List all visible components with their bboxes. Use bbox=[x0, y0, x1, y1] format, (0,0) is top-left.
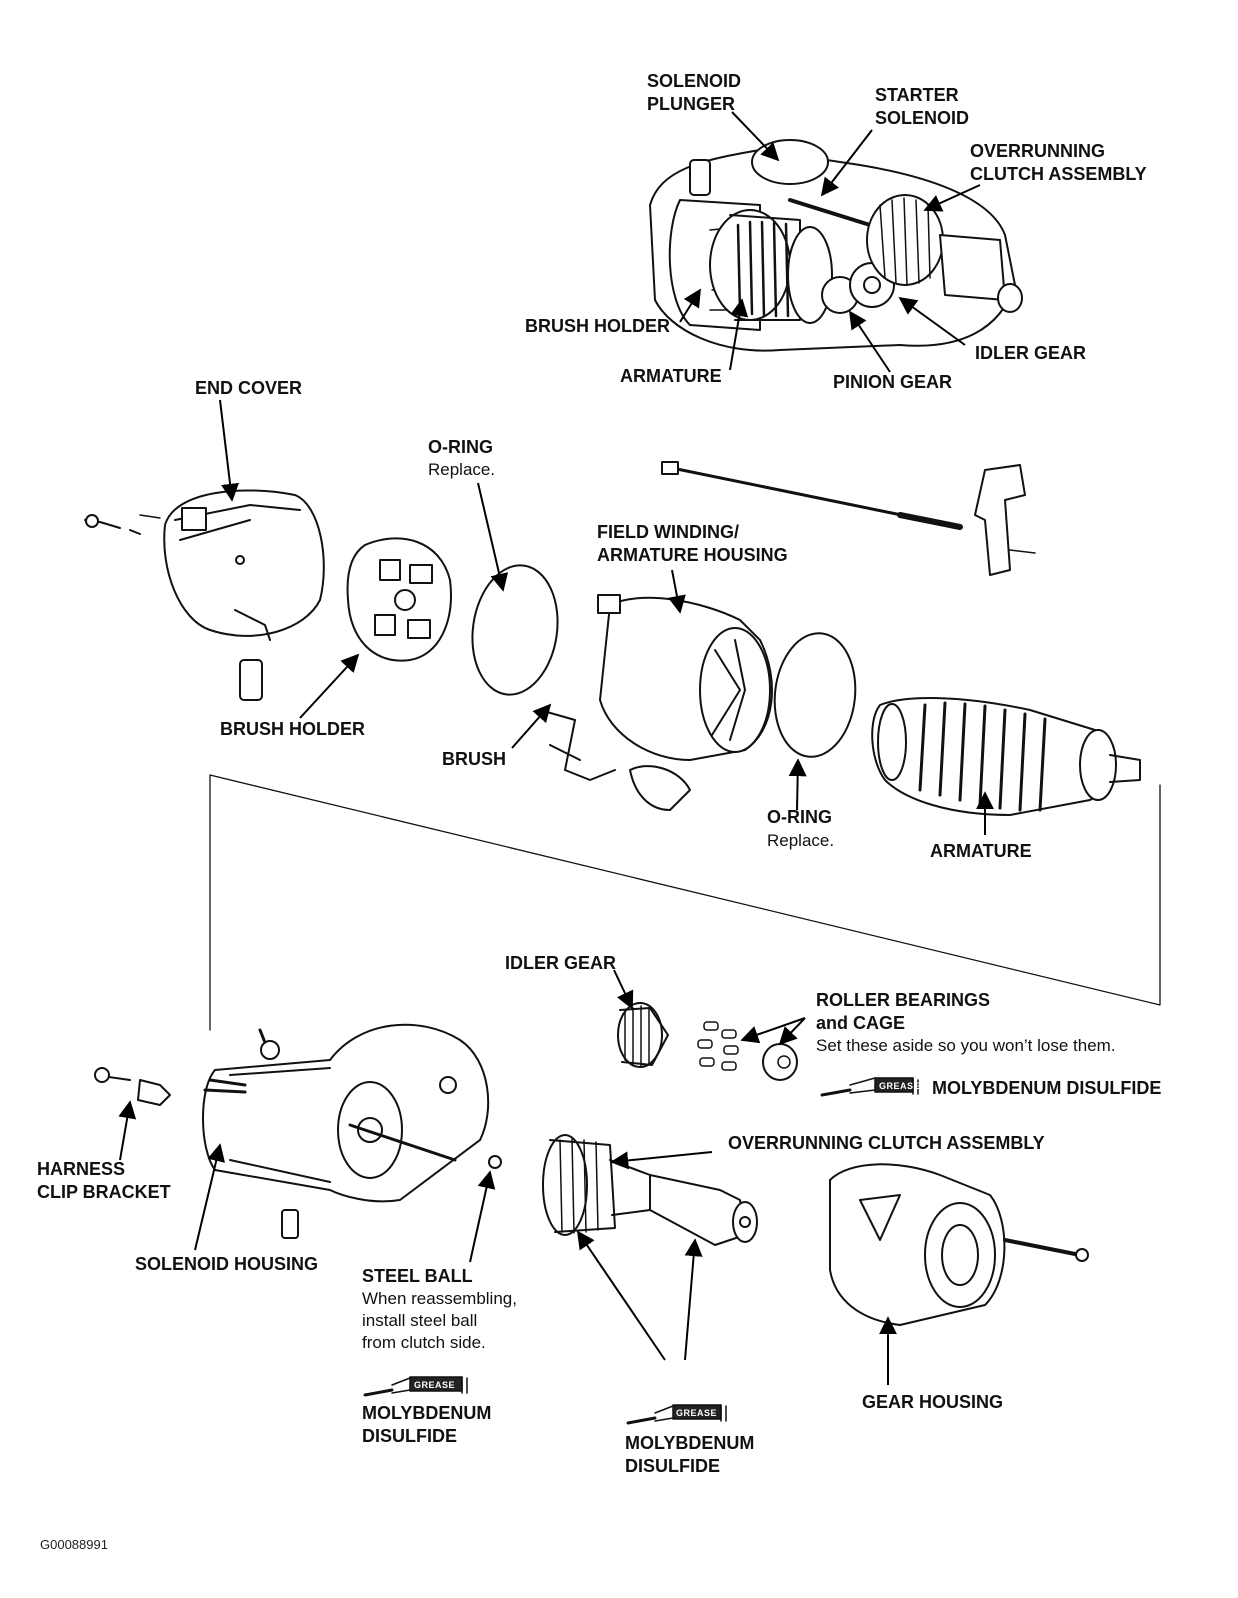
label-moly-3-line1: MOLYBDENUM bbox=[625, 1433, 755, 1453]
label-brush: BRUSH bbox=[442, 749, 507, 769]
label-starter-solenoid-line2: SOLENOID bbox=[875, 108, 970, 128]
note-steel-ball-line1: When reassembling, bbox=[362, 1289, 517, 1308]
label-starter-solenoid-line1: STARTER bbox=[875, 85, 959, 105]
grease-tag-1: GREASE bbox=[879, 1081, 920, 1091]
label-overrunning-clutch-top: OVERRUNNING CLUTCH ASSEMBLY bbox=[970, 140, 1147, 186]
label-idler-gear: IDLER GEAR bbox=[505, 953, 617, 973]
label-pinion-gear: PINION GEAR bbox=[833, 372, 953, 392]
label-idler-gear-top: IDLER GEAR bbox=[975, 343, 1087, 363]
label-overrunning-clutch-top-line2: CLUTCH ASSEMBLY bbox=[970, 164, 1147, 184]
label-overrunning-clutch: OVERRUNNING CLUTCH ASSEMBLY bbox=[728, 1133, 1045, 1153]
o-ring-2-drawing bbox=[773, 632, 857, 758]
solenoid-housing-drawing bbox=[94, 1023, 490, 1239]
label-moly-1: MOLYBDENUM DISULFIDE bbox=[932, 1078, 1162, 1098]
label-o-ring-1: O-RING bbox=[428, 437, 493, 457]
brush-holder-drawing bbox=[346, 537, 452, 662]
label-starter-solenoid: STARTER SOLENOID bbox=[875, 84, 969, 130]
figure-code: G00088991 bbox=[40, 1537, 108, 1552]
o-ring-1-drawing bbox=[471, 564, 559, 696]
note-steel-ball-line2: install steel ball bbox=[362, 1311, 478, 1330]
label-armature: ARMATURE bbox=[930, 841, 1032, 861]
label-moly-3-line2: DISULFIDE bbox=[625, 1456, 721, 1476]
label-solenoid-plunger-line1: SOLENOID bbox=[647, 71, 742, 91]
overrunning-clutch-drawing bbox=[542, 1134, 758, 1246]
label-moly-2: MOLYBDENUM DISULFIDE bbox=[362, 1402, 491, 1448]
label-field-winding: FIELD WINDING/ ARMATURE HOUSING bbox=[597, 521, 788, 567]
grease-tube-2 bbox=[363, 1376, 468, 1397]
grease-tag-3: GREASE bbox=[676, 1408, 717, 1418]
label-moly-2-line1: MOLYBDENUM bbox=[362, 1403, 492, 1423]
grease-tube-1 bbox=[820, 1077, 919, 1097]
note-o-ring-2: Replace. bbox=[767, 831, 835, 850]
label-harness-clip-line2: CLIP BRACKET bbox=[37, 1182, 171, 1202]
label-roller-bearings: ROLLER BEARINGS and CAGE bbox=[816, 989, 990, 1035]
label-solenoid-housing: SOLENOID HOUSING bbox=[135, 1254, 319, 1274]
label-gear-housing: GEAR HOUSING bbox=[862, 1392, 1004, 1412]
note-steel-ball-line3: from clutch side. bbox=[362, 1333, 486, 1352]
label-field-winding-line2: ARMATURE HOUSING bbox=[597, 545, 788, 565]
label-steel-ball: STEEL BALL bbox=[362, 1266, 473, 1286]
label-solenoid-plunger: SOLENOID PLUNGER bbox=[647, 70, 741, 116]
label-armature-top: ARMATURE bbox=[620, 366, 722, 386]
label-harness-clip: HARNESS CLIP BRACKET bbox=[37, 1158, 171, 1204]
label-field-winding-line1: FIELD WINDING/ bbox=[597, 522, 739, 542]
roller-bearings-drawing bbox=[697, 1021, 798, 1081]
grease-tag-2: GREASE bbox=[414, 1380, 455, 1390]
label-solenoid-plunger-line2: PLUNGER bbox=[647, 94, 736, 114]
label-roller-bearings-line2: and CAGE bbox=[816, 1013, 906, 1033]
gear-housing-drawing bbox=[829, 1163, 1089, 1326]
label-brush-holder-top: BRUSH HOLDER bbox=[525, 316, 671, 336]
leader-arrows bbox=[118, 111, 994, 1385]
label-o-ring-2: O-RING bbox=[767, 807, 832, 827]
note-steel-ball: When reassembling, install steel ball fr… bbox=[362, 1288, 517, 1354]
assembly-guide-lines bbox=[209, 774, 1161, 1031]
label-moly-2-line2: DISULFIDE bbox=[362, 1426, 458, 1446]
label-roller-bearings-line1: ROLLER BEARINGS bbox=[816, 990, 991, 1010]
assembled-starter-drawing bbox=[649, 139, 1023, 352]
idler-gear-drawing bbox=[617, 1002, 669, 1068]
label-brush-holder: BRUSH HOLDER bbox=[220, 719, 366, 739]
label-harness-clip-line1: HARNESS bbox=[37, 1159, 126, 1179]
armature-drawing bbox=[871, 697, 1141, 816]
grease-tube-3 bbox=[626, 1404, 727, 1425]
through-bolt-drawing bbox=[661, 461, 1036, 576]
label-overrunning-clutch-top-line1: OVERRUNNING bbox=[970, 141, 1106, 161]
end-cover-drawing bbox=[84, 489, 325, 701]
note-o-ring-1: Replace. bbox=[428, 460, 496, 479]
label-end-cover: END COVER bbox=[195, 378, 303, 398]
label-moly-3: MOLYBDENUM DISULFIDE bbox=[625, 1432, 754, 1478]
field-winding-housing-drawing bbox=[539, 594, 773, 811]
note-roller-bearings: Set these aside so you won’t lose them. bbox=[816, 1036, 1116, 1055]
steel-ball-drawing bbox=[488, 1155, 502, 1169]
